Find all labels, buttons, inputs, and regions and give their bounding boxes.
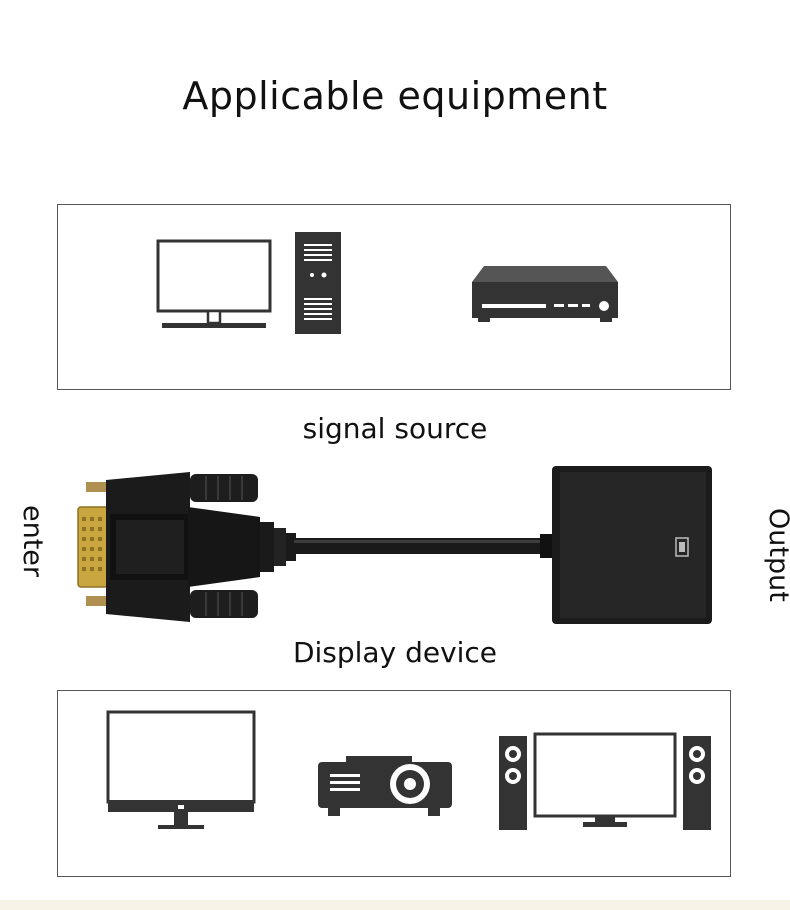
display-device-caption: Display device bbox=[292, 636, 498, 669]
dvi-to-vga-adapter-icon bbox=[77, 466, 712, 624]
projector-icon bbox=[318, 756, 452, 816]
home-theater-icon bbox=[499, 732, 711, 830]
pc-tower-icon bbox=[295, 232, 341, 334]
signal-source-caption: signal source bbox=[302, 412, 488, 445]
dvd-player-icon bbox=[472, 266, 618, 322]
page-title: Applicable equipment bbox=[182, 74, 608, 118]
bottom-edge-glow bbox=[0, 900, 790, 910]
output-side-label: Output bbox=[763, 508, 790, 602]
monitor-icon bbox=[156, 239, 272, 328]
monitor-icon bbox=[106, 710, 256, 829]
input-side-label: enter bbox=[17, 505, 48, 578]
